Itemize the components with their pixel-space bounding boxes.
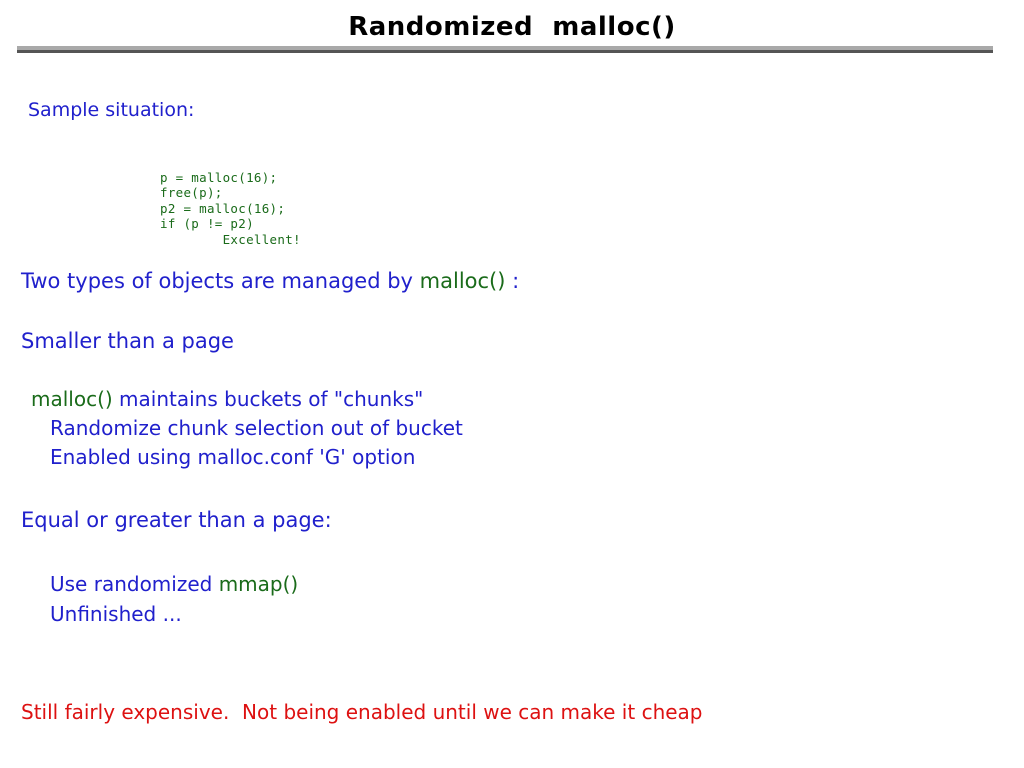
heading-equal-or-greater: Equal or greater than a page: — [21, 508, 332, 532]
page-title: Randomized malloc() — [348, 12, 676, 42]
title-divider — [17, 46, 993, 53]
bullet-two-types: Two types of objects are managed by mall… — [21, 271, 519, 292]
bullet-malloc-buckets: malloc() maintains buckets of "chunks" — [31, 389, 423, 409]
lead-sample-situation: Sample situation: — [28, 99, 195, 121]
heading-smaller-than-page: Smaller than a page — [21, 329, 234, 353]
bullet-two-types-code: malloc() — [419, 269, 506, 293]
bullet-malloc-buckets-code: malloc() — [31, 387, 113, 411]
bullet-use-randomized-code: mmap() — [218, 572, 299, 596]
bullet-use-randomized-mmap: Use randomized mmap() — [50, 574, 298, 594]
bullet-two-types-suffix: : — [505, 269, 520, 293]
bullet-malloc-buckets-text: maintains buckets of "chunks" — [112, 387, 424, 411]
bullet-two-types-prefix: Two types of objects are managed by — [21, 269, 420, 293]
bullet-use-randomized-prefix: Use randomized — [50, 572, 219, 596]
code-block: p = malloc(16); free(p); p2 = malloc(16)… — [160, 169, 301, 247]
footer-note: Still fairly expensive. Not being enable… — [21, 700, 703, 724]
bullet-unfinished: Unfinished ... — [50, 602, 182, 626]
bullet-enabled-option: Enabled using malloc.conf 'G' option — [50, 445, 416, 469]
bullet-randomize-chunk: Randomize chunk selection out of bucket — [50, 416, 463, 440]
